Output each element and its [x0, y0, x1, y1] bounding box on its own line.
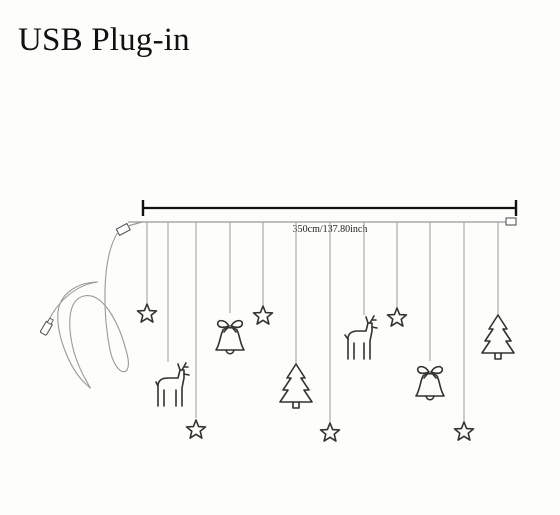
end-cap [505, 217, 517, 226]
tree-icon [481, 314, 515, 360]
star-icon [252, 305, 274, 325]
star-icon [319, 422, 341, 442]
bell-icon [415, 365, 445, 401]
page-title: USB Plug-in [18, 22, 190, 58]
controller-box-icon [115, 222, 131, 237]
star-icon [185, 419, 207, 439]
bell-icon [215, 319, 245, 355]
usb-plug-icon [40, 317, 54, 336]
usb-cable [47, 231, 129, 389]
tree-icon [279, 363, 313, 409]
reindeer-icon [155, 362, 190, 407]
drop-wires [146, 222, 499, 422]
controller-lead [127, 221, 143, 227]
star-icon [453, 421, 475, 441]
star-icon [136, 303, 158, 323]
reindeer-icon [344, 315, 378, 360]
star-icon [386, 307, 408, 327]
dimension-marker [141, 200, 518, 216]
